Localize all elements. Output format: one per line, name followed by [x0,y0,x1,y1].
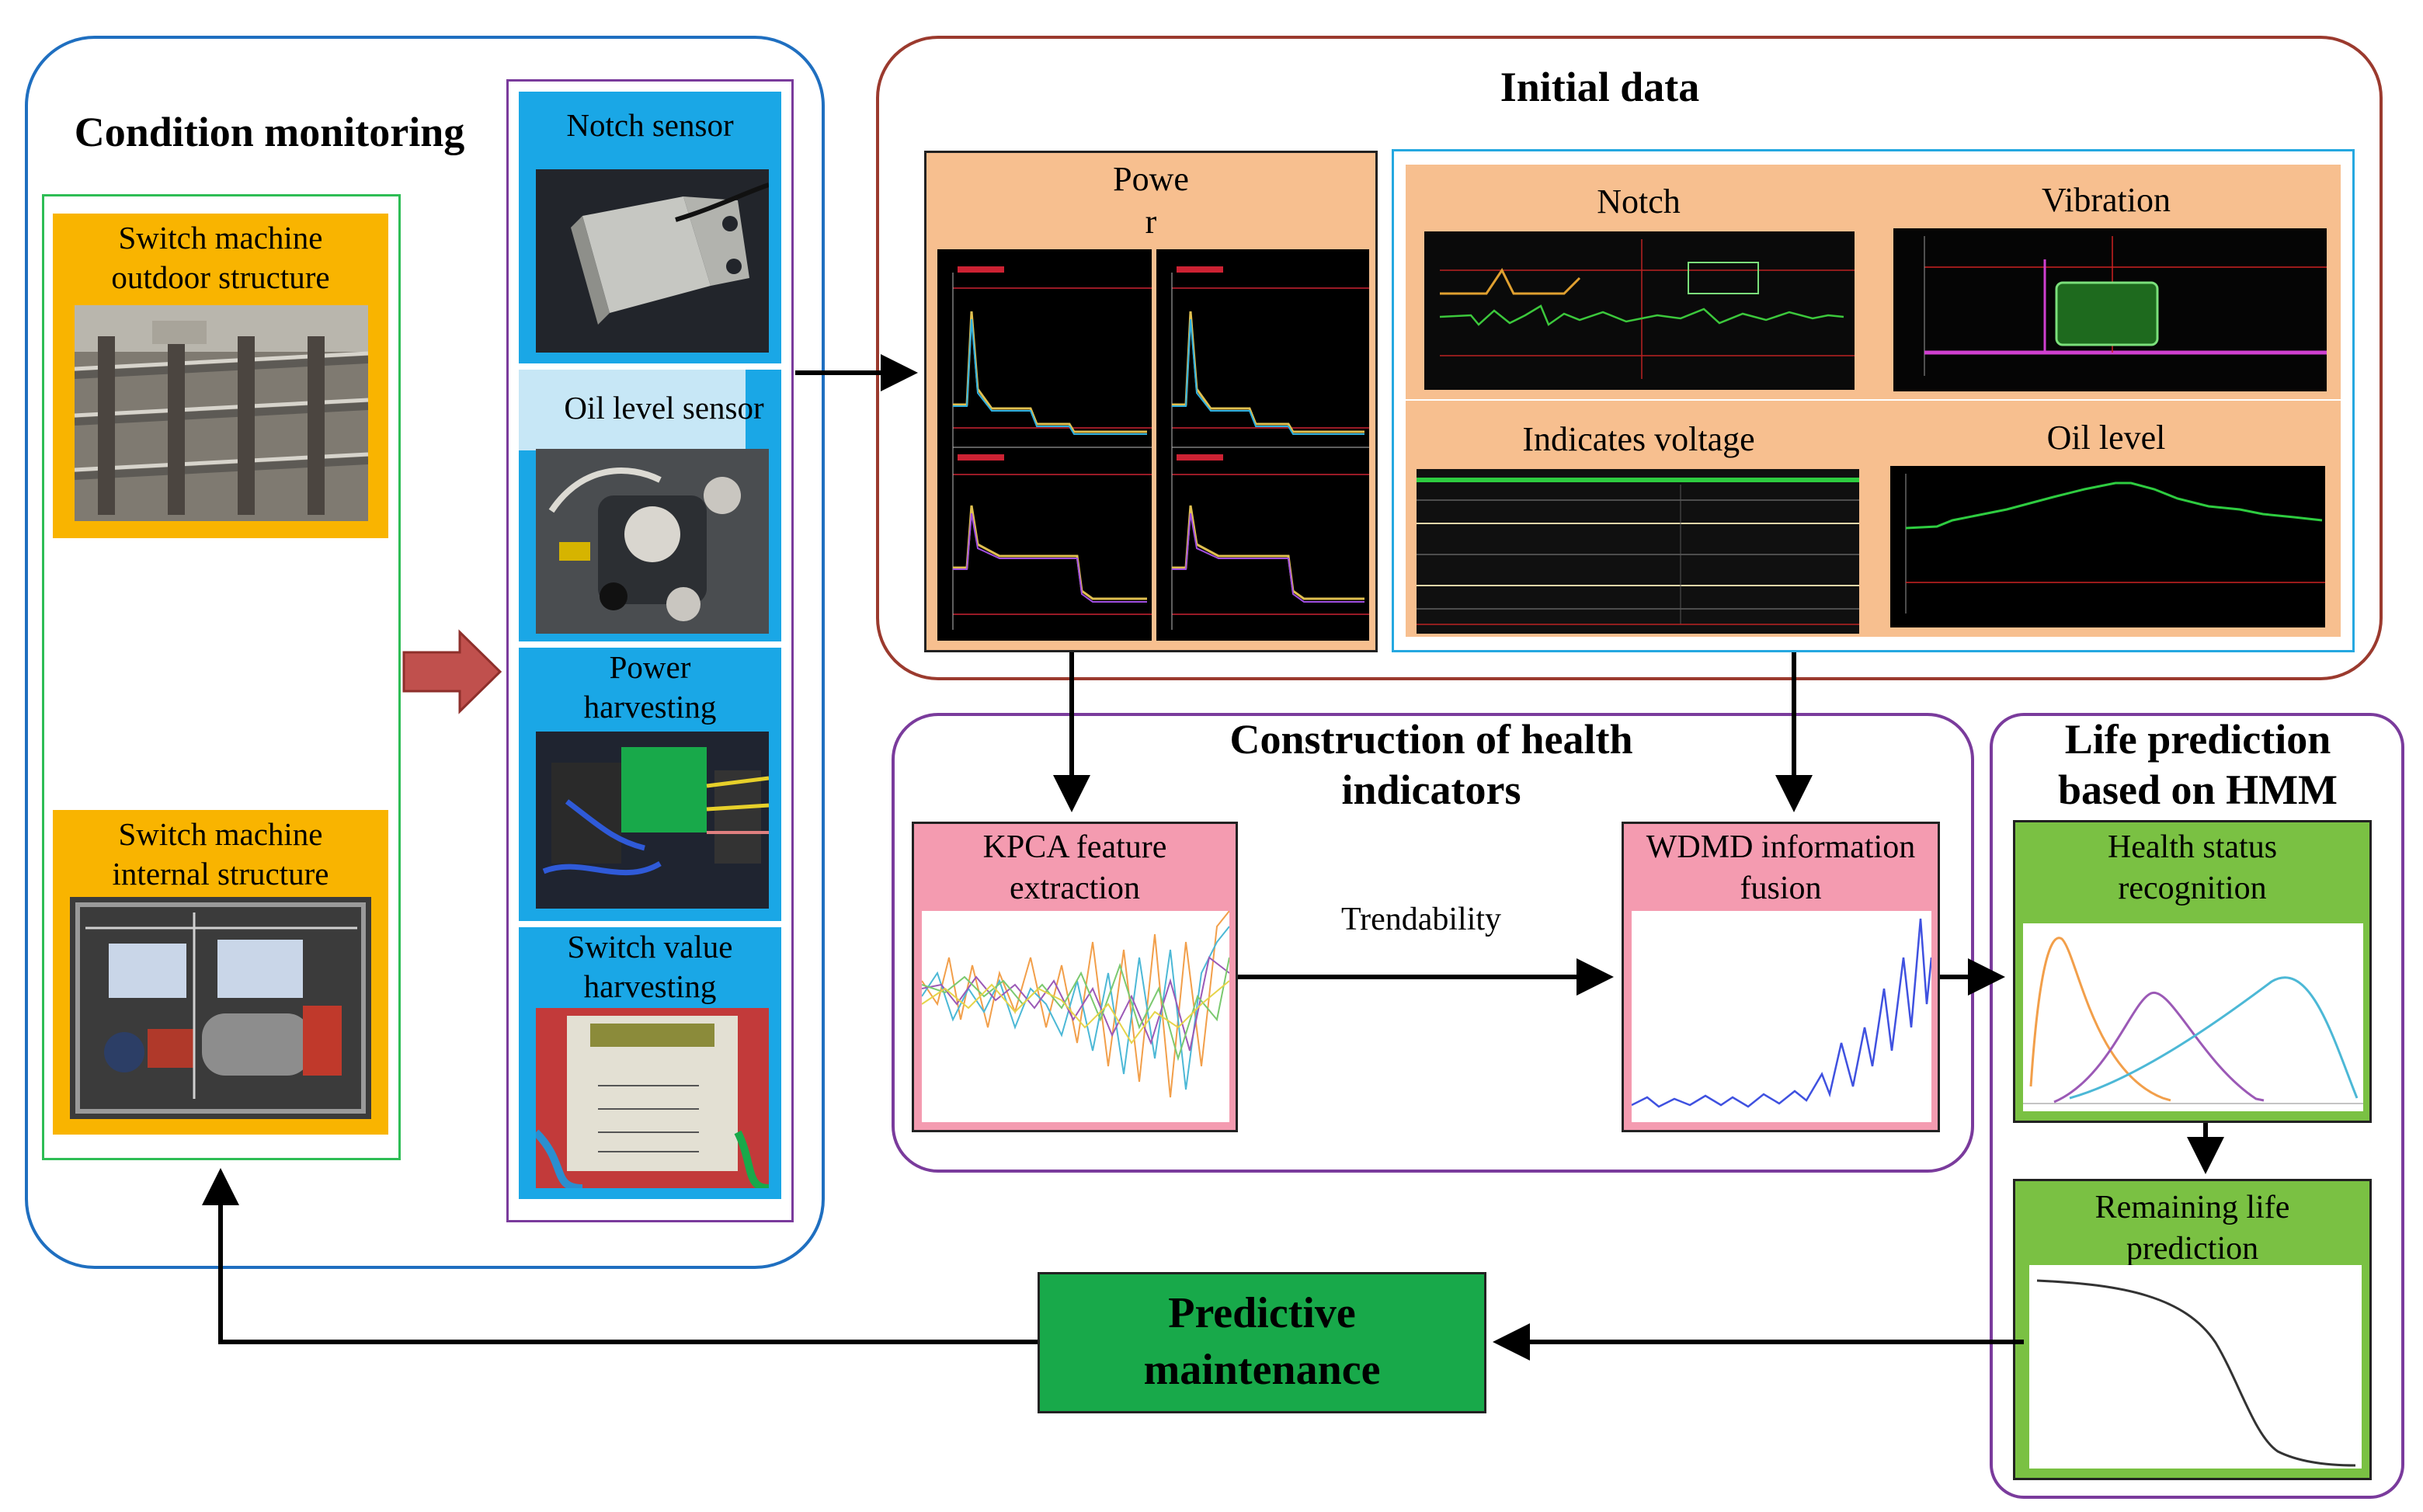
power-harvesting-label: Power harvesting [583,649,717,725]
power-panel-label: Powe r [1113,160,1189,241]
remaining-life-label: Remaining life prediction [2094,1190,2290,1267]
health-indicators-group [892,713,1974,1173]
notch-sensor-card: Notch sensor [519,92,781,363]
voltage-data-panel: Indicates voltage [1406,401,1872,637]
vibration-data-screen [1893,228,2327,391]
wdmd-label: WDMD information fusion [1646,829,1916,906]
life-prediction-group [1990,713,2404,1499]
trendability-label: Trendability [1340,902,1502,937]
predictive-maintenance-box: Predictive maintenance [1038,1272,1486,1413]
kpca-label: KPCA feature extraction [982,829,1167,906]
notch-data-panel: Notch [1406,165,1872,399]
oil-level-label-bg [519,370,746,450]
power-harvesting-card: Power harvesting [519,648,781,921]
health-status-card: Health status recognition [2013,820,2372,1123]
oil-level-data-screen [1890,466,2325,627]
notch-data-label: Notch [1597,182,1681,221]
remaining-life-chart [2029,1265,2362,1469]
initial-data-group [876,36,2383,680]
switch-value-harvesting-photo [536,1008,769,1188]
switch-value-harvesting-card: Switch value harvesting [519,927,781,1199]
internal-structure-card: Switch machine internal structure [53,810,388,1135]
block-arrow [402,629,502,714]
oil-level-sensor-photo [536,449,769,634]
internal-structure-label: Switch machine internal structure [112,816,329,892]
oil-level-sensor-label: Oil level sensor [564,390,764,426]
power-panel: Powe r [924,151,1378,652]
oil-level-sensor-card: Oil level sensor [519,370,781,641]
voltage-data-label: Indicates voltage [1522,420,1755,458]
oil-level-data-label: Oil level [2046,419,2166,457]
sensor-data-frame [1392,149,2355,652]
voltage-data-screen [1417,469,1859,634]
notch-sensor-photo [536,169,769,353]
kpca-chart [921,910,1230,1122]
kpca-card: KPCA feature extraction [912,822,1238,1132]
initial-data-title: Initial data [1500,64,1700,110]
wdmd-chart [1631,911,1933,1122]
oil-level-data-panel: Oil level [1872,401,2341,637]
predictive-maintenance-label: Predictive maintenance [1143,1289,1381,1394]
switch-value-harvesting-label: Switch value harvesting [567,929,733,1005]
health-status-label: Health status recognition [2107,829,2278,906]
power-chart-right [1156,249,1369,641]
notch-sensor-label: Notch sensor [566,107,734,143]
health-status-chart [2023,923,2363,1111]
condition-monitoring-group [25,36,825,1269]
power-harvesting-photo [536,732,769,909]
arrow-maintenance-to-monitoring [202,1168,1038,1344]
health-indicators-title: Construction of health indicators [1229,716,1633,813]
outdoor-structure-label: Switch machine outdoor structure [111,220,330,296]
notch-data-screen [1424,231,1855,390]
structure-frame [42,194,401,1160]
remaining-life-card: Remaining life prediction [2013,1179,2372,1480]
internal-structure-photo [70,897,371,1119]
wdmd-card: WDMD information fusion [1622,822,1940,1132]
power-chart-left [937,249,1152,641]
vibration-data-panel: Vibration [1872,165,2341,399]
vibration-data-label: Vibration [2042,181,2171,219]
life-prediction-title: Life prediction based on HMM [2057,716,2338,813]
outdoor-structure-photo [75,305,368,521]
sensors-frame [506,79,794,1222]
outdoor-structure-card: Switch machine outdoor structure [53,214,388,538]
condition-monitoring-title: Condition monitoring [74,109,465,155]
